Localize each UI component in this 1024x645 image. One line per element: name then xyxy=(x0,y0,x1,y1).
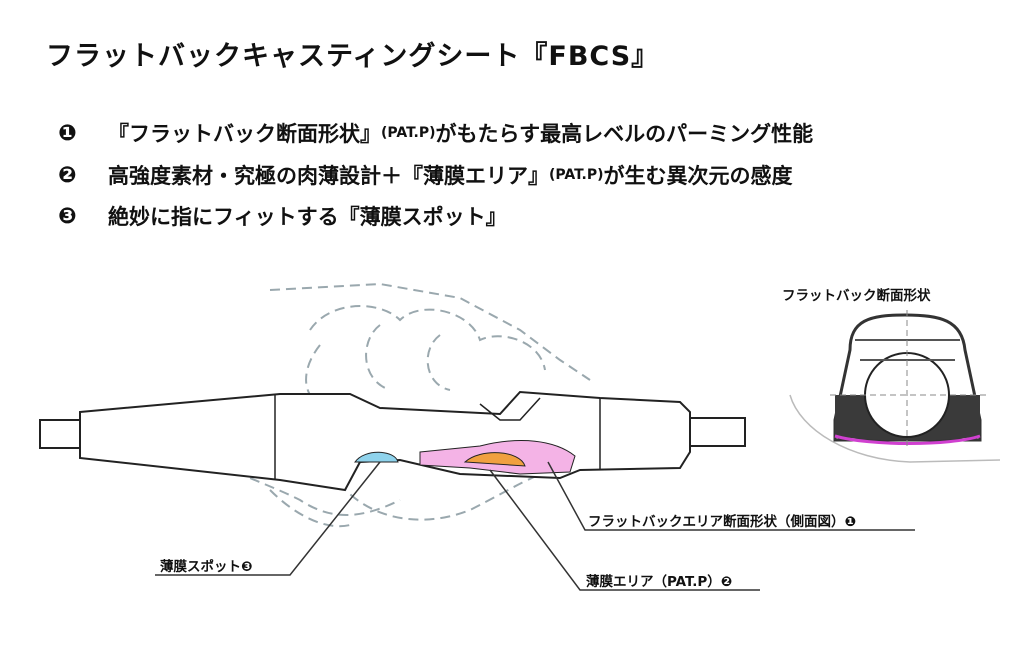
feature-number: ❷ xyxy=(58,162,77,188)
thin-spot-region xyxy=(354,451,399,463)
feature-text: 『フラットバック断面形状』 xyxy=(108,122,381,146)
feature-text: 高強度素材・究極の肉薄設計＋『薄膜エリア』 xyxy=(108,164,549,188)
page-title: フラットバックキャスティングシート『FBCS』 xyxy=(46,41,660,72)
inset-title: フラットバック断面形状 xyxy=(782,288,931,304)
grip-body xyxy=(79,390,691,492)
cross-section-inset xyxy=(789,310,1001,463)
feature-item-2: ❷ 高強度素材・究極の肉薄設計＋『薄膜エリア』 (PAT.P) が生む異次元の感… xyxy=(58,160,793,190)
core-region xyxy=(463,452,526,467)
label-thin-area: 薄膜エリア（PAT.P）❷ xyxy=(586,574,733,590)
rod-blank xyxy=(39,417,746,449)
feature-number: ❶ xyxy=(58,120,77,146)
feature-number: ❸ xyxy=(58,203,77,229)
patent-pending: (PAT.P) xyxy=(549,167,604,183)
feature-item-1: ❶ 『フラットバック断面形状』 (PAT.P) がもたらす最高レベルのパーミング… xyxy=(58,118,813,148)
label-thin-spot: 薄膜スポット❸ xyxy=(160,559,253,575)
feature-text: 絶妙に指にフィットする『薄膜スポット』 xyxy=(108,205,507,229)
label-side-view: フラットバックエリア断面形状（側面図）❶ xyxy=(588,514,856,530)
feature-text: が生む異次元の感度 xyxy=(603,164,793,188)
patent-pending: (PAT.P) xyxy=(381,125,436,141)
feature-text: がもたらす最高レベルのパーミング性能 xyxy=(435,122,814,146)
feature-item-3: ❸ 絶妙に指にフィットする『薄膜スポット』 xyxy=(58,201,507,231)
